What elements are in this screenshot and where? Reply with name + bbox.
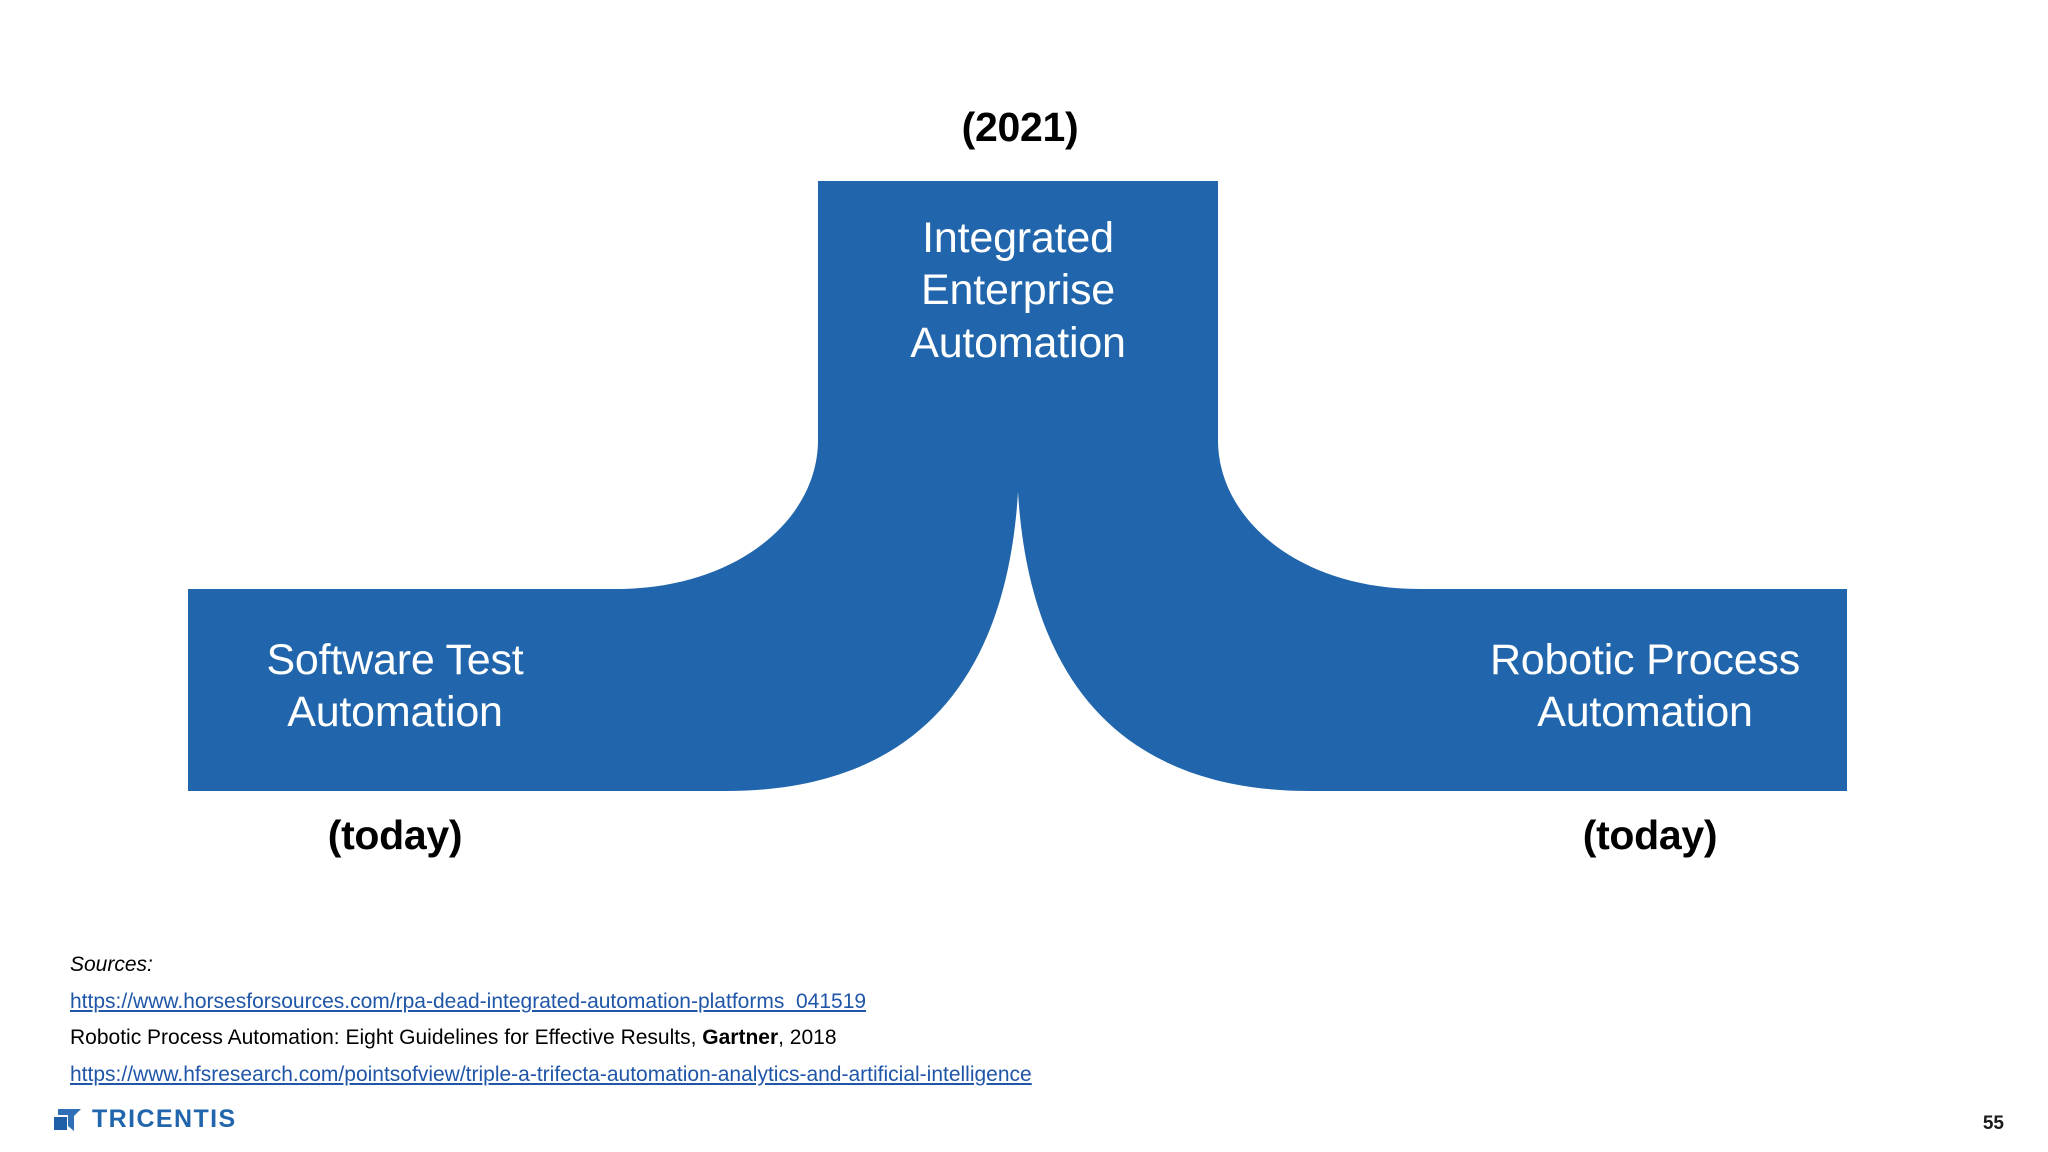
source-citation-suffix: , 2018: [778, 1026, 837, 1050]
right-node-caption: (today): [1582, 812, 1718, 858]
left-node-label: Software Test Automation: [266, 636, 524, 737]
tricentis-flag-icon: [54, 1108, 81, 1131]
sources-heading: Sources:: [70, 953, 153, 976]
source-link-horsesforsources[interactable]: https://www.horsesforsources.com/rpa-dea…: [70, 990, 867, 1014]
source-link-hfsresearch[interactable]: https://www.hfsresearch.com/pointsofview…: [70, 1062, 1032, 1086]
source-line-2: Robotic Process Automation: Eight Guidel…: [70, 1021, 1370, 1054]
source-citation-prefix: Robotic Process Automation: Eight Guidel…: [70, 1026, 703, 1050]
left-node-caption: (today): [327, 812, 463, 858]
tricentis-wordmark: TRICENTIS: [92, 1105, 237, 1133]
source-line-1: https://www.horsesforsources.com/rpa-dea…: [70, 985, 1370, 1018]
right-node-label: Robotic Process Automation: [1489, 636, 1801, 737]
source-line-3: https://www.hfsresearch.com/pointsofview…: [70, 1058, 1370, 1091]
center-node-label: Integrated Enterprise Automation: [910, 214, 1126, 367]
source-citation-publisher: Gartner: [702, 1026, 779, 1050]
sources-block: Sources: https://www.horsesforsources.co…: [70, 948, 1370, 1094]
center-node-caption: (2021): [961, 104, 1079, 150]
page-number: 55: [1982, 1113, 2004, 1134]
tricentis-logo: TRICENTIS: [52, 1105, 237, 1134]
